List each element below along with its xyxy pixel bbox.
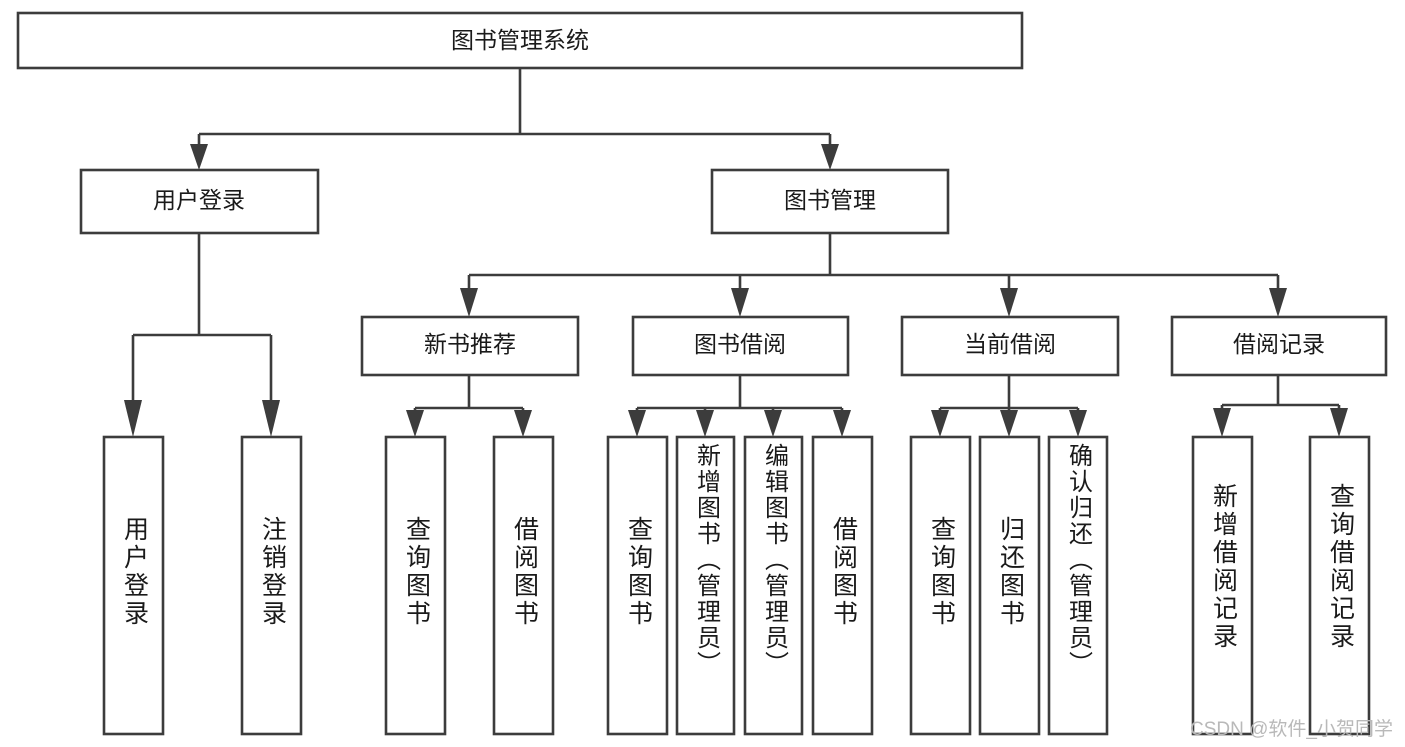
- node-book-management[interactable]: 图书管理: [710, 168, 950, 235]
- arrow-head-new-book-recommend: [460, 288, 478, 317]
- leaf-user-login-box[interactable]: [102, 435, 165, 736]
- arrow-head-leaf-user-login: [124, 400, 142, 437]
- arrow-head-leaf-add-borrow-record: [1213, 408, 1231, 437]
- leaf-add-borrow-record-box[interactable]: [1191, 435, 1254, 736]
- node-user-login-box[interactable]: [79, 168, 320, 235]
- leaf-query-book-3-box[interactable]: [909, 435, 972, 736]
- node-new-book-recommend[interactable]: 新书推荐: [360, 315, 580, 377]
- leaf-query-book-2-box[interactable]: [606, 435, 669, 736]
- leaf-add-book-admin-box[interactable]: [675, 435, 736, 736]
- arrow-head-leaf-add-book-admin: [696, 410, 714, 437]
- arrow-head-leaf-edit-book-admin: [764, 410, 782, 437]
- node-root-label: 图书管理系统: [451, 27, 589, 53]
- arrow-head-leaf-query-book-3: [931, 410, 949, 437]
- arrow-head-leaf-query-borrow-record: [1330, 408, 1348, 437]
- arrow-head-book-borrow: [731, 288, 749, 317]
- connector-layer: [124, 68, 1348, 437]
- node-book-management-label: 图书管理: [784, 187, 876, 213]
- leaf-box-layer: [102, 435, 1371, 736]
- node-borrow-record-label: 借阅记录: [1233, 331, 1325, 357]
- arrow-head-leaf-query-book-2: [628, 410, 646, 437]
- node-user-login-label: 用户登录: [153, 187, 245, 213]
- node-root-box[interactable]: [16, 11, 1024, 70]
- node-user-login[interactable]: 用户登录: [79, 168, 320, 235]
- node-new-book-recommend-box[interactable]: [360, 315, 580, 377]
- arrow-head-current-borrow: [1000, 288, 1018, 317]
- node-book-borrow-box[interactable]: [631, 315, 850, 377]
- arrow-head-leaf-borrow-book-1: [514, 410, 532, 437]
- arrow-head-leaf-borrow-book-2: [833, 410, 851, 437]
- leaf-query-book-1-box[interactable]: [384, 435, 447, 736]
- node-current-borrow-box[interactable]: [900, 315, 1120, 377]
- leaf-edit-book-admin-box[interactable]: [743, 435, 804, 736]
- leaf-borrow-book-1-box[interactable]: [492, 435, 555, 736]
- leaf-query-borrow-record-box[interactable]: [1308, 435, 1371, 736]
- leaf-confirm-return-admin-box[interactable]: [1047, 435, 1109, 736]
- node-root[interactable]: 图书管理系统: [16, 11, 1024, 70]
- node-new-book-recommend-label: 新书推荐: [424, 331, 516, 357]
- arrow-head-borrow-record: [1269, 288, 1287, 317]
- node-book-borrow-label: 图书借阅: [694, 331, 786, 357]
- arrow-head-leaf-query-book-1: [406, 410, 424, 437]
- node-borrow-record[interactable]: 借阅记录: [1170, 315, 1388, 377]
- node-current-borrow[interactable]: 当前借阅: [900, 315, 1120, 377]
- node-book-management-box[interactable]: [710, 168, 950, 235]
- watermark-text: CSDN @软件_小贺同学: [1190, 719, 1393, 740]
- arrow-head-leaf-return-book: [1000, 410, 1018, 437]
- arrow-head-leaf-confirm-return-admin: [1069, 410, 1087, 437]
- leaf-return-book-box[interactable]: [978, 435, 1041, 736]
- arrow-head-user-login: [190, 144, 208, 170]
- node-current-borrow-label: 当前借阅: [964, 331, 1056, 357]
- arrow-head-leaf-logout-login: [262, 400, 280, 437]
- leaf-borrow-book-2-box[interactable]: [811, 435, 874, 736]
- node-borrow-record-box[interactable]: [1170, 315, 1388, 377]
- leaf-logout-login-box[interactable]: [240, 435, 303, 736]
- node-book-borrow[interactable]: 图书借阅: [631, 315, 850, 377]
- arrow-head-book-management: [821, 144, 839, 170]
